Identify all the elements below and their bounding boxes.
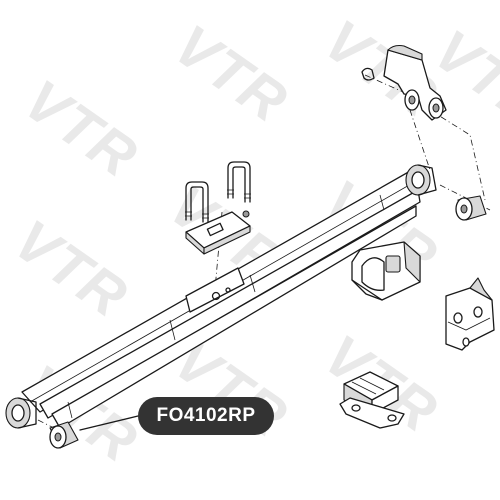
mounting-bracket xyxy=(445,277,495,351)
label-leader-line xyxy=(79,415,139,431)
bump-stop xyxy=(351,241,421,301)
leaf-spring xyxy=(5,164,437,429)
watermark-text: VTR xyxy=(163,12,300,135)
clamp-plate xyxy=(185,210,251,255)
rear-bushing xyxy=(455,195,487,221)
clamp-block xyxy=(339,371,405,429)
watermark-text: VTR xyxy=(3,207,140,330)
watermark-text: VTR xyxy=(13,67,150,190)
front-bushing xyxy=(49,421,79,449)
shackle-bracket xyxy=(361,44,447,121)
u-bolt-left xyxy=(185,181,209,223)
part-number-badge: FO4102RP xyxy=(138,397,274,435)
u-bolt-right xyxy=(227,161,251,203)
